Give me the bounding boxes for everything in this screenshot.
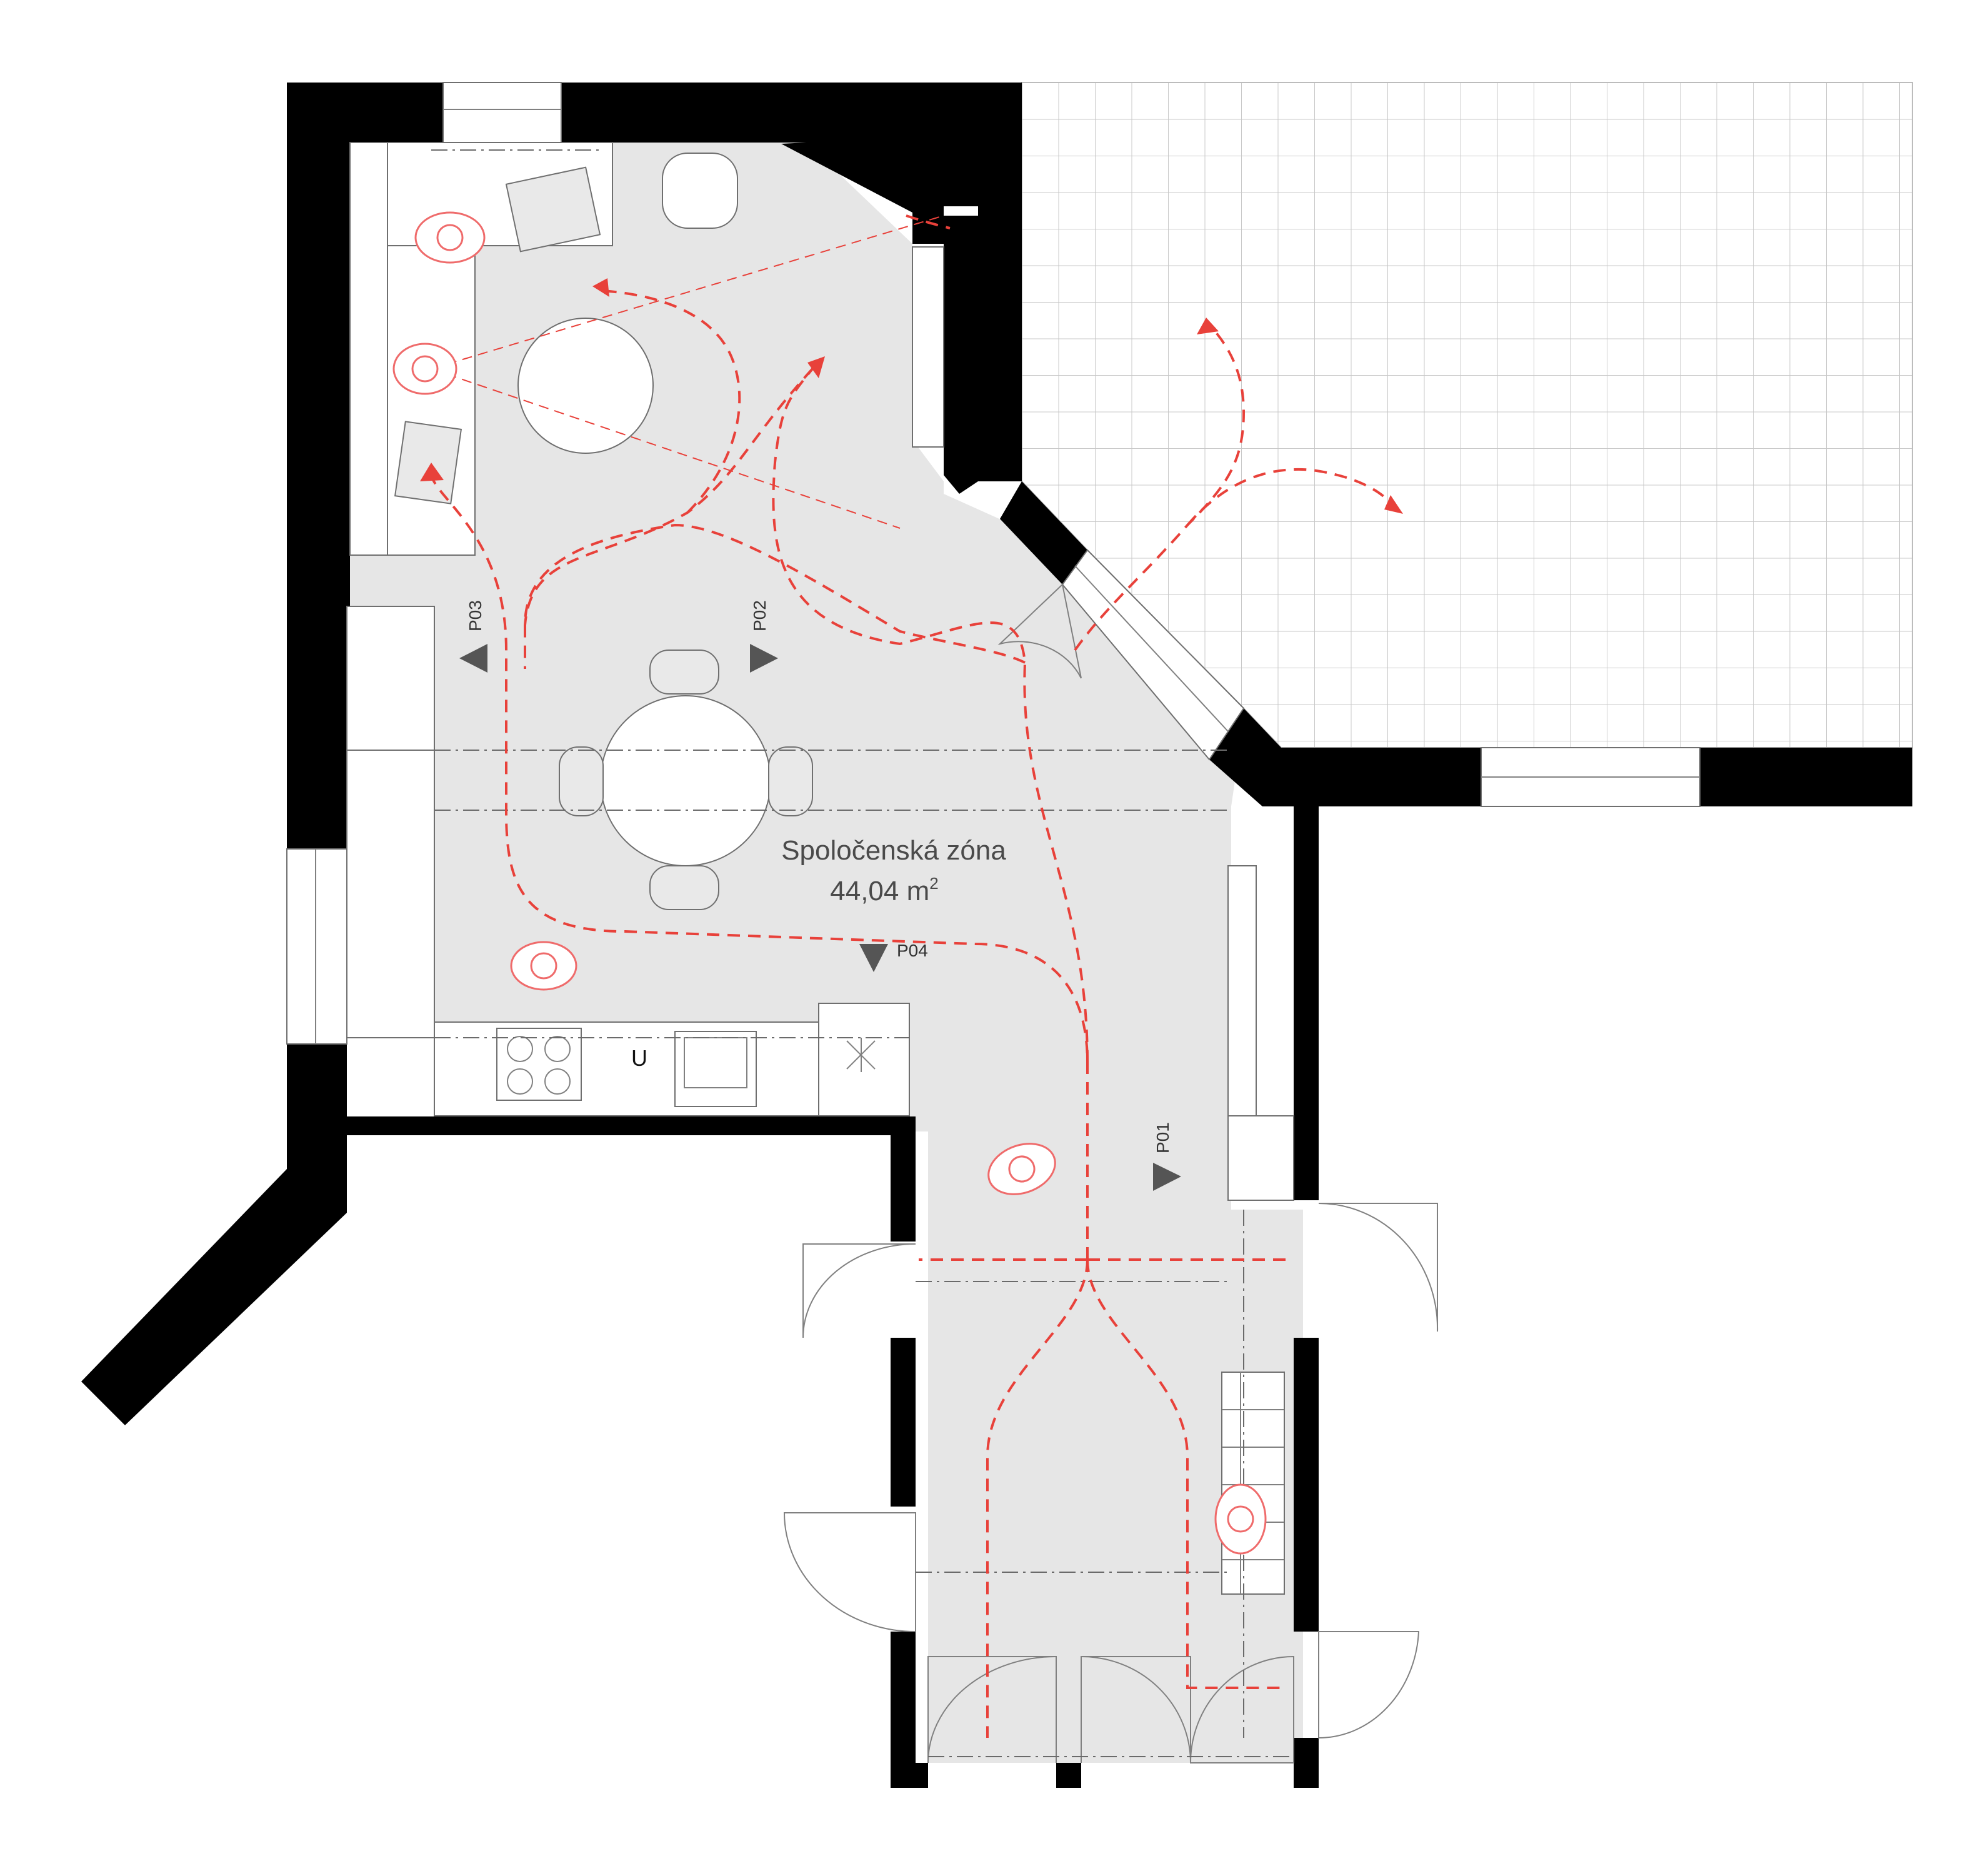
window-diagonal — [1061, 549, 1245, 761]
armchair-icon — [662, 153, 738, 229]
wall-segment — [1294, 1338, 1319, 1632]
counter-left — [346, 750, 435, 1038]
person-icon — [510, 941, 577, 991]
dining-chair-icon — [559, 746, 604, 816]
wall-segment — [347, 1116, 909, 1135]
door-swing-icon — [802, 1243, 916, 1338]
wall-segment — [781, 143, 1022, 481]
view-marker-p02: P02 — [750, 600, 778, 673]
wall-segment — [1294, 1738, 1319, 1788]
zone-area: 44,04 m2 — [830, 874, 938, 906]
wall-segment — [891, 1763, 928, 1788]
hob-icon — [496, 1028, 582, 1101]
door-swing-icon — [927, 1656, 1057, 1763]
round-table-icon — [600, 695, 771, 866]
round-table-icon — [517, 318, 654, 454]
door-swing-icon — [1081, 1656, 1191, 1763]
window-top — [442, 82, 562, 143]
view-marker-p04: P04 — [859, 941, 928, 972]
view-marker-p01: P01 — [1153, 1122, 1181, 1191]
kitchen-label: U — [631, 1045, 647, 1071]
wall-segment — [891, 1338, 916, 1507]
view-label: P01 — [1153, 1122, 1172, 1153]
kitchen: U — [346, 606, 910, 1116]
cushion — [394, 421, 462, 504]
dining-chair-icon — [649, 865, 719, 910]
walls — [81, 83, 1912, 1788]
tall-cabinet — [346, 606, 435, 751]
windows — [286, 82, 1701, 1045]
people — [392, 211, 1267, 1555]
view-label: P03 — [466, 600, 485, 631]
shelf — [1227, 1115, 1294, 1201]
sofa-icon — [349, 142, 388, 556]
wall-segment — [1294, 806, 1319, 1200]
reference-lines — [431, 149, 1294, 1757]
person-icon — [392, 343, 457, 395]
wall-segment — [1000, 481, 1087, 584]
door-swing-icon — [1189, 1655, 1294, 1763]
door-swing-icon — [1318, 1631, 1420, 1739]
bench-icon — [1221, 1372, 1285, 1595]
wall-segment — [891, 1116, 916, 1242]
view-label: P02 — [750, 600, 769, 631]
dining-chair-icon — [649, 650, 719, 695]
side-cabinet — [912, 246, 944, 448]
wall-segment — [287, 83, 350, 849]
wall-segment — [561, 83, 1022, 143]
living-area — [349, 142, 944, 556]
person-icon — [987, 1143, 1056, 1195]
wardrobe — [1227, 865, 1257, 1116]
person-icon — [414, 211, 486, 264]
wall-segment — [1056, 1763, 1081, 1788]
door-swing-icon — [997, 583, 1082, 679]
window-left — [286, 848, 347, 1045]
path-arrowheads — [420, 278, 1403, 514]
circulation-paths — [430, 214, 1395, 1738]
corridor — [1221, 865, 1294, 1595]
sight-lines — [431, 215, 944, 529]
wall-segment — [81, 1169, 347, 1425]
cushion — [505, 166, 601, 253]
wall-segment — [891, 1632, 916, 1788]
person-icon — [1214, 1483, 1267, 1555]
view-label: P04 — [897, 941, 928, 960]
fridge-icon — [818, 1003, 910, 1116]
sink-icon — [674, 1031, 757, 1107]
view-marker-p03: P03 — [459, 600, 487, 673]
doors — [783, 583, 1439, 1763]
door-swing-icon — [1318, 1203, 1439, 1332]
dining-chair-icon — [768, 746, 813, 816]
wall-segment — [1209, 708, 1481, 806]
wall-segment — [944, 216, 978, 494]
sofa-seat — [387, 245, 476, 556]
wall-segment — [1700, 748, 1912, 806]
door-swing-icon — [783, 1512, 916, 1633]
zone-name: Spoločenská zóna — [781, 835, 1006, 866]
zone-label: Spoločenská zóna 44,04 m2 — [781, 835, 1006, 906]
floor-area — [347, 143, 1303, 1763]
dining-area — [559, 650, 813, 910]
